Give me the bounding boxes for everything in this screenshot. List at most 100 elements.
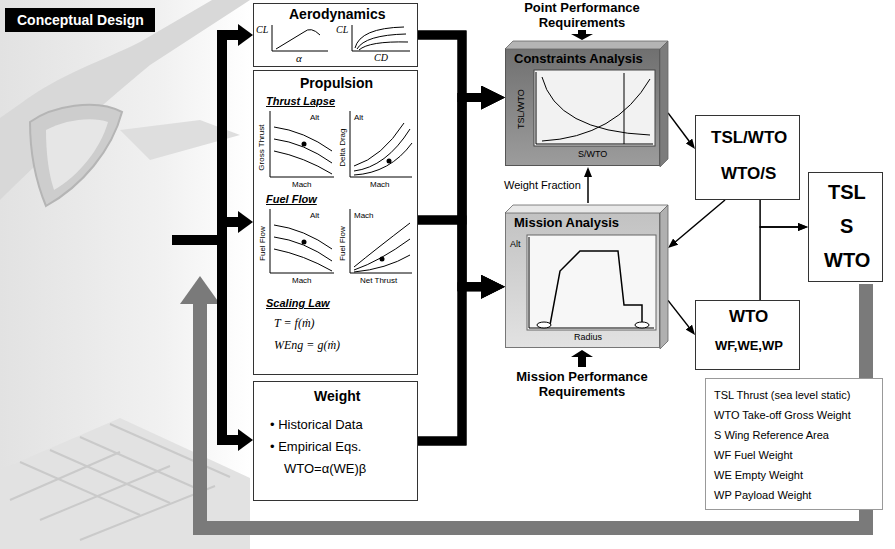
- node-text: Fuel Flow: [337, 226, 346, 261]
- figure-part: [302, 142, 307, 147]
- node-text: S: [840, 215, 853, 238]
- result-box: TSL/WTO WTO/S: [695, 115, 800, 200]
- node-text: WTO: [729, 307, 768, 327]
- node-text: Fuel Flow: [266, 193, 317, 206]
- node-text: CL: [256, 24, 268, 36]
- grey-band: [0, 0, 250, 549]
- weight-box: Weight• Historical Data• Empirical Eqs.W…: [253, 381, 418, 501]
- node-text: Delta Drag: [338, 128, 347, 166]
- figure-part: [660, 205, 668, 349]
- requirement-arrow: [571, 30, 593, 40]
- node-text: α: [296, 52, 302, 65]
- node-text: WTO: [824, 249, 870, 272]
- input-arrow: [172, 30, 240, 445]
- node-text: Constraints Analysis: [514, 52, 643, 67]
- node-text: S/WTO: [578, 149, 607, 159]
- node-text: Conceptual Design: [17, 12, 144, 28]
- node-text: Mach: [370, 180, 390, 189]
- flow-arrow: [418, 35, 483, 287]
- figure-part: [527, 235, 656, 330]
- node-text: Net Thrust: [360, 276, 397, 285]
- figure-part: [380, 257, 385, 262]
- figure-part: [635, 322, 649, 328]
- legend-entry: TSL Thrust (sea level static): [714, 385, 876, 405]
- aerodynamics-box: AerodynamicsCL α CL CD: [253, 3, 418, 67]
- plot: [254, 71, 419, 376]
- connector: [760, 227, 799, 300]
- node-text: Mach: [292, 180, 312, 189]
- legend-entry: WP Payload Weight: [714, 485, 876, 505]
- node-text: TSL/WTO: [516, 89, 526, 129]
- node-text: Alt: [310, 211, 319, 220]
- analysis-box: Mission AnalysisAltRadius: [505, 212, 660, 348]
- connector: [668, 300, 690, 328]
- flow-arrow: [418, 287, 483, 441]
- figure-part: [274, 225, 332, 271]
- node-text: WTO=α(WE)β: [284, 462, 366, 477]
- figure-part: [302, 240, 307, 245]
- legend-box: TSL Thrust (sea level static)WTO Take-of…: [705, 378, 883, 510]
- node-text: WF,WE,WP: [715, 339, 783, 354]
- node-text: • Empirical Eqs.: [270, 440, 361, 455]
- figure-part: [270, 111, 412, 273]
- figure-part: [538, 251, 642, 325]
- figure-part: [354, 123, 412, 175]
- legend-entry: WE Empty Weight: [714, 465, 876, 485]
- figure-part: [505, 205, 668, 213]
- node-text: Mach: [292, 276, 312, 285]
- node-text: WTO/S: [721, 164, 776, 184]
- figure-part: [537, 322, 551, 328]
- requirement-label: Point Performance Requirements: [507, 0, 657, 30]
- flow-arrow: [418, 98, 483, 220]
- node-text: Propulsion: [300, 75, 373, 91]
- flow-arrow: [418, 35, 483, 98]
- node-text: CL: [336, 24, 348, 36]
- node-text: Mission Analysis: [514, 216, 619, 231]
- figure-part: [505, 41, 668, 49]
- node-text: Radius: [574, 332, 602, 342]
- result-box: TSL S WTO: [808, 172, 883, 282]
- figure-part: [272, 25, 410, 51]
- figure-part: [354, 223, 410, 272]
- plot: [506, 213, 661, 349]
- legend-entry: S Wing Reference Area: [714, 425, 876, 445]
- node-text: Mach: [354, 211, 374, 220]
- figure-part: [355, 27, 408, 50]
- propulsion-box: PropulsionThrust LapseGross ThrustMachAl…: [253, 70, 418, 375]
- node-text: Aerodynamics: [289, 6, 385, 22]
- connector: [587, 176, 589, 203]
- node-text: Alt: [354, 113, 363, 122]
- connector: [675, 200, 725, 242]
- legend-entry: WF Fuel Weight: [714, 445, 876, 465]
- figure-part: [536, 72, 653, 144]
- node-text: TSL/WTO: [711, 128, 787, 148]
- node-text: Fuel Flow: [257, 226, 266, 261]
- node-text: Alt: [310, 113, 319, 122]
- input-arrowhead: [238, 24, 253, 46]
- figure-part: [534, 70, 655, 146]
- node-text: TSL: [828, 181, 866, 204]
- node-text: Scaling Law: [266, 297, 330, 310]
- node-text: Gross Thrust: [257, 124, 266, 170]
- figure-part: [660, 41, 668, 167]
- figure-part: [276, 30, 320, 49]
- figure-part: [387, 159, 392, 164]
- node-text: WEng = g(ṁ): [274, 339, 340, 353]
- figure-part: [542, 73, 650, 144]
- analysis-box: Constraints AnalysisTSL/WTO S/WTO: [505, 48, 660, 166]
- input-arrowhead: [238, 211, 253, 233]
- node-text: Weight: [314, 388, 360, 404]
- requirement-arrow: [571, 350, 593, 367]
- input-arrowhead: [238, 429, 253, 451]
- flow-arrow: [418, 220, 483, 287]
- flow-arrow: [418, 98, 483, 441]
- title-tag: Conceptual Design: [5, 8, 155, 32]
- legend-entry: WTO Take-off Gross Weight: [714, 405, 876, 425]
- jet-intake-inner: [46, 119, 108, 190]
- requirement-label: Mission Performance Requirements: [507, 369, 657, 399]
- node-text: CD: [374, 52, 388, 64]
- figure-part: [529, 237, 654, 328]
- jet-intake: [30, 105, 122, 206]
